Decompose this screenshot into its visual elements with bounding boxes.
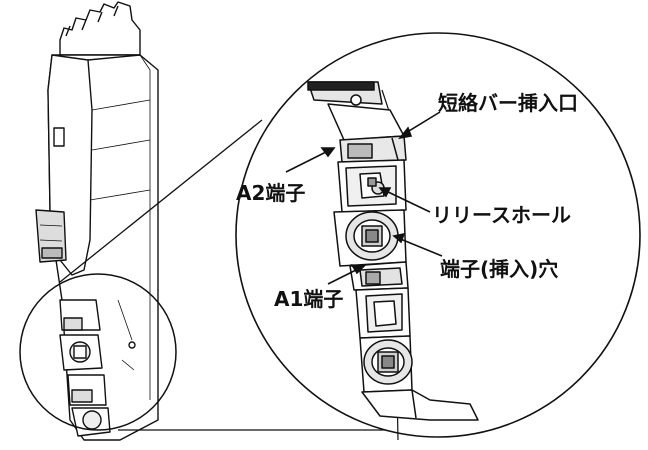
relay-module-overview bbox=[35, 1, 159, 441]
zoom-detail-circle bbox=[235, 32, 641, 438]
label-release-hole: リリースホール bbox=[432, 203, 571, 227]
terminal-detail-illustration bbox=[307, 81, 479, 441]
label-shorting-bar-port: 短絡バー挿入口 bbox=[438, 91, 578, 115]
label-a2-terminal: A2端子 bbox=[236, 181, 305, 205]
leader-lines bbox=[285, 111, 443, 285]
zoom-line-top bbox=[59, 119, 263, 283]
label-a1-terminal: A1端子 bbox=[274, 287, 343, 311]
zoom-source-circle bbox=[19, 273, 177, 431]
label-terminal-insert-hole: 端子(挿入)穴 bbox=[440, 257, 558, 281]
